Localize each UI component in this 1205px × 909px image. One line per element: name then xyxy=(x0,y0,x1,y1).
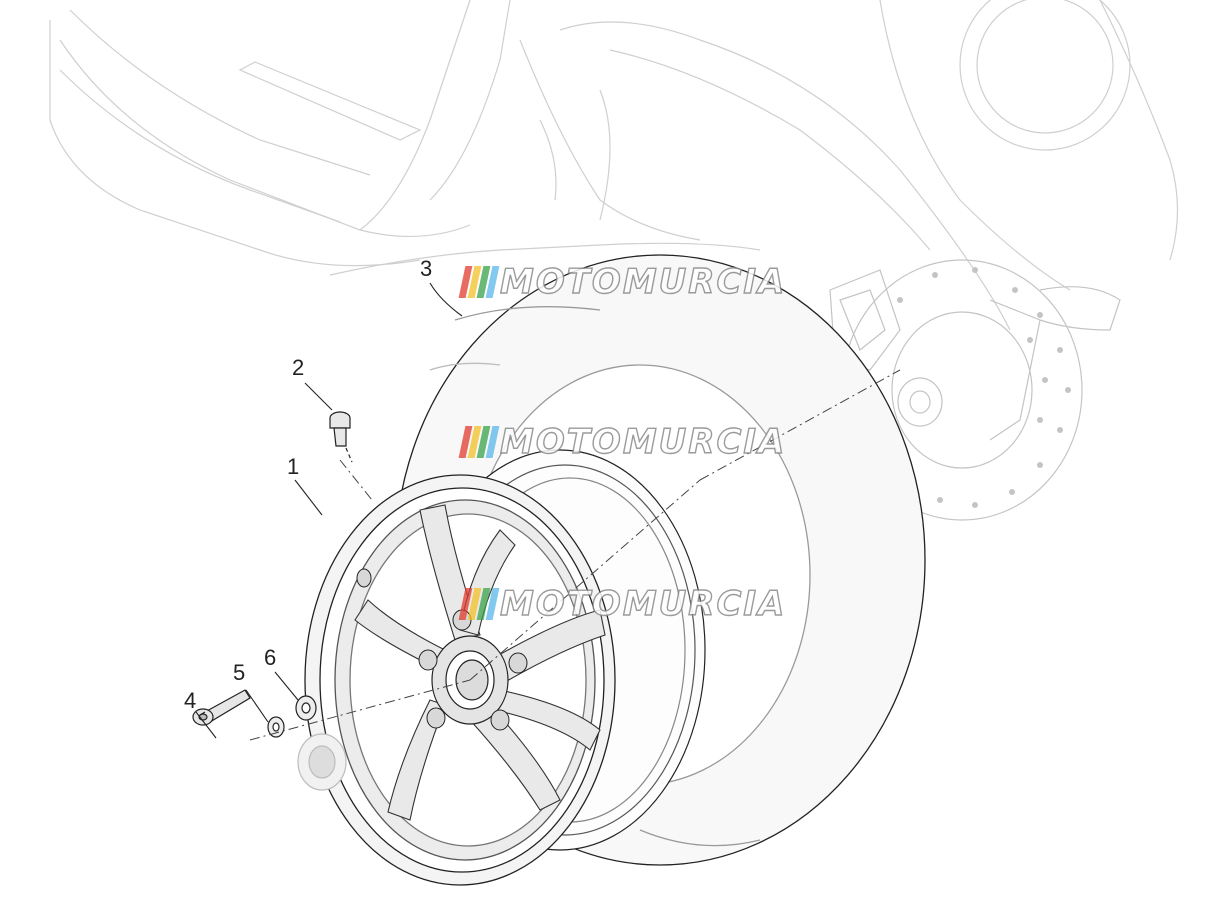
watermark-color-bars xyxy=(458,266,500,298)
leader-lines xyxy=(195,282,463,739)
assembly-lines xyxy=(249,369,901,741)
callout-2: 2 xyxy=(292,355,305,380)
watermark-text: MOTOMURCIA xyxy=(499,583,787,624)
watermark-logo: MOTOMURCIA xyxy=(458,583,787,625)
watermark-logo: MOTOMURCIA xyxy=(458,421,787,463)
wheel-bolts xyxy=(356,568,528,731)
watermark-logo: MOTOMURCIA xyxy=(458,261,787,303)
watermark-color-bars xyxy=(458,588,500,620)
nut-cap-outline xyxy=(297,733,347,791)
callout-5: 5 xyxy=(233,660,246,685)
callout-3: 3 xyxy=(420,256,433,281)
tire-valve xyxy=(329,411,353,463)
spacer xyxy=(295,695,317,721)
callout-6: 6 xyxy=(264,645,277,670)
washer xyxy=(267,716,285,738)
watermark-text: MOTOMURCIA xyxy=(499,261,787,302)
callout-1: 1 xyxy=(287,454,300,479)
watermark-color-bars xyxy=(458,426,500,458)
callout-4: 4 xyxy=(184,688,197,713)
wheel-rim xyxy=(304,474,616,886)
watermark-text: MOTOMURCIA xyxy=(499,421,787,462)
scooter-body-outline xyxy=(49,0,1179,331)
axle-bolt xyxy=(192,689,251,726)
